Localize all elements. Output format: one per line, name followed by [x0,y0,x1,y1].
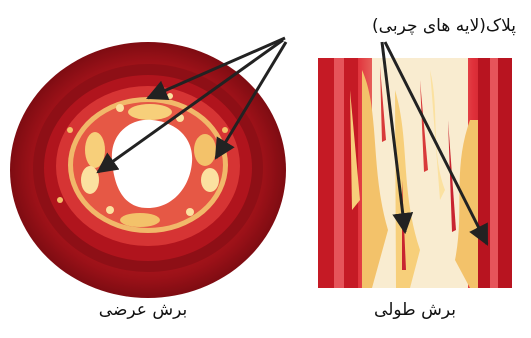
cross-section-label: برش عرضی [68,300,218,320]
longitudinal-artery [318,58,512,288]
cross-section-artery [10,42,286,298]
tube-lumen [372,58,468,288]
plaque-label: پلاک(لایه های چربی) [286,16,516,36]
longitudinal-section-label: برش طولی [345,300,485,320]
